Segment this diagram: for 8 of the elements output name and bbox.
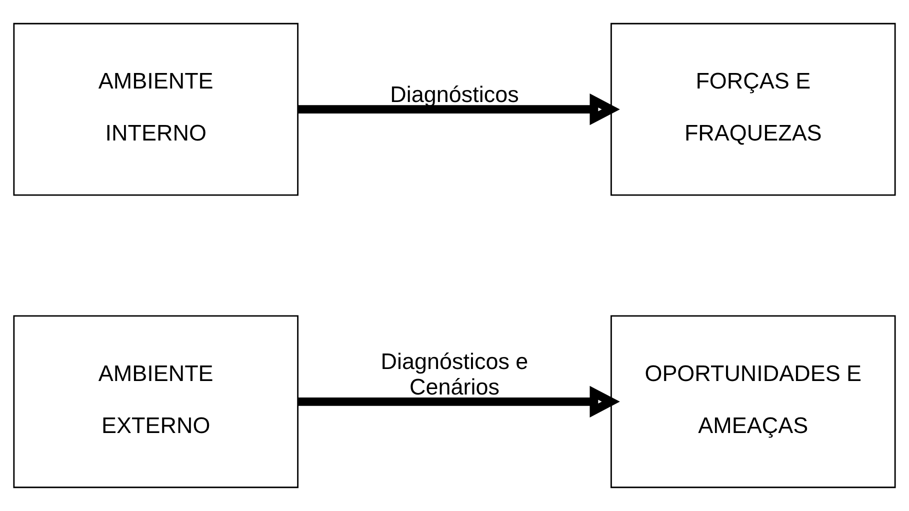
arrow — [298, 386, 620, 418]
edge-label: Diagnósticos e Cenários — [380, 349, 528, 400]
arrow — [298, 94, 620, 126]
node-box: FORÇAS E FRAQUEZAS — [610, 22, 896, 196]
edge-label: Diagnósticos — [390, 82, 519, 108]
node-box: AMBIENTE INTERNO — [13, 22, 298, 196]
node-box: AMBIENTE EXTERNO — [13, 315, 298, 488]
node-box: OPORTUNIDADES E AMEAÇAS — [610, 315, 896, 488]
